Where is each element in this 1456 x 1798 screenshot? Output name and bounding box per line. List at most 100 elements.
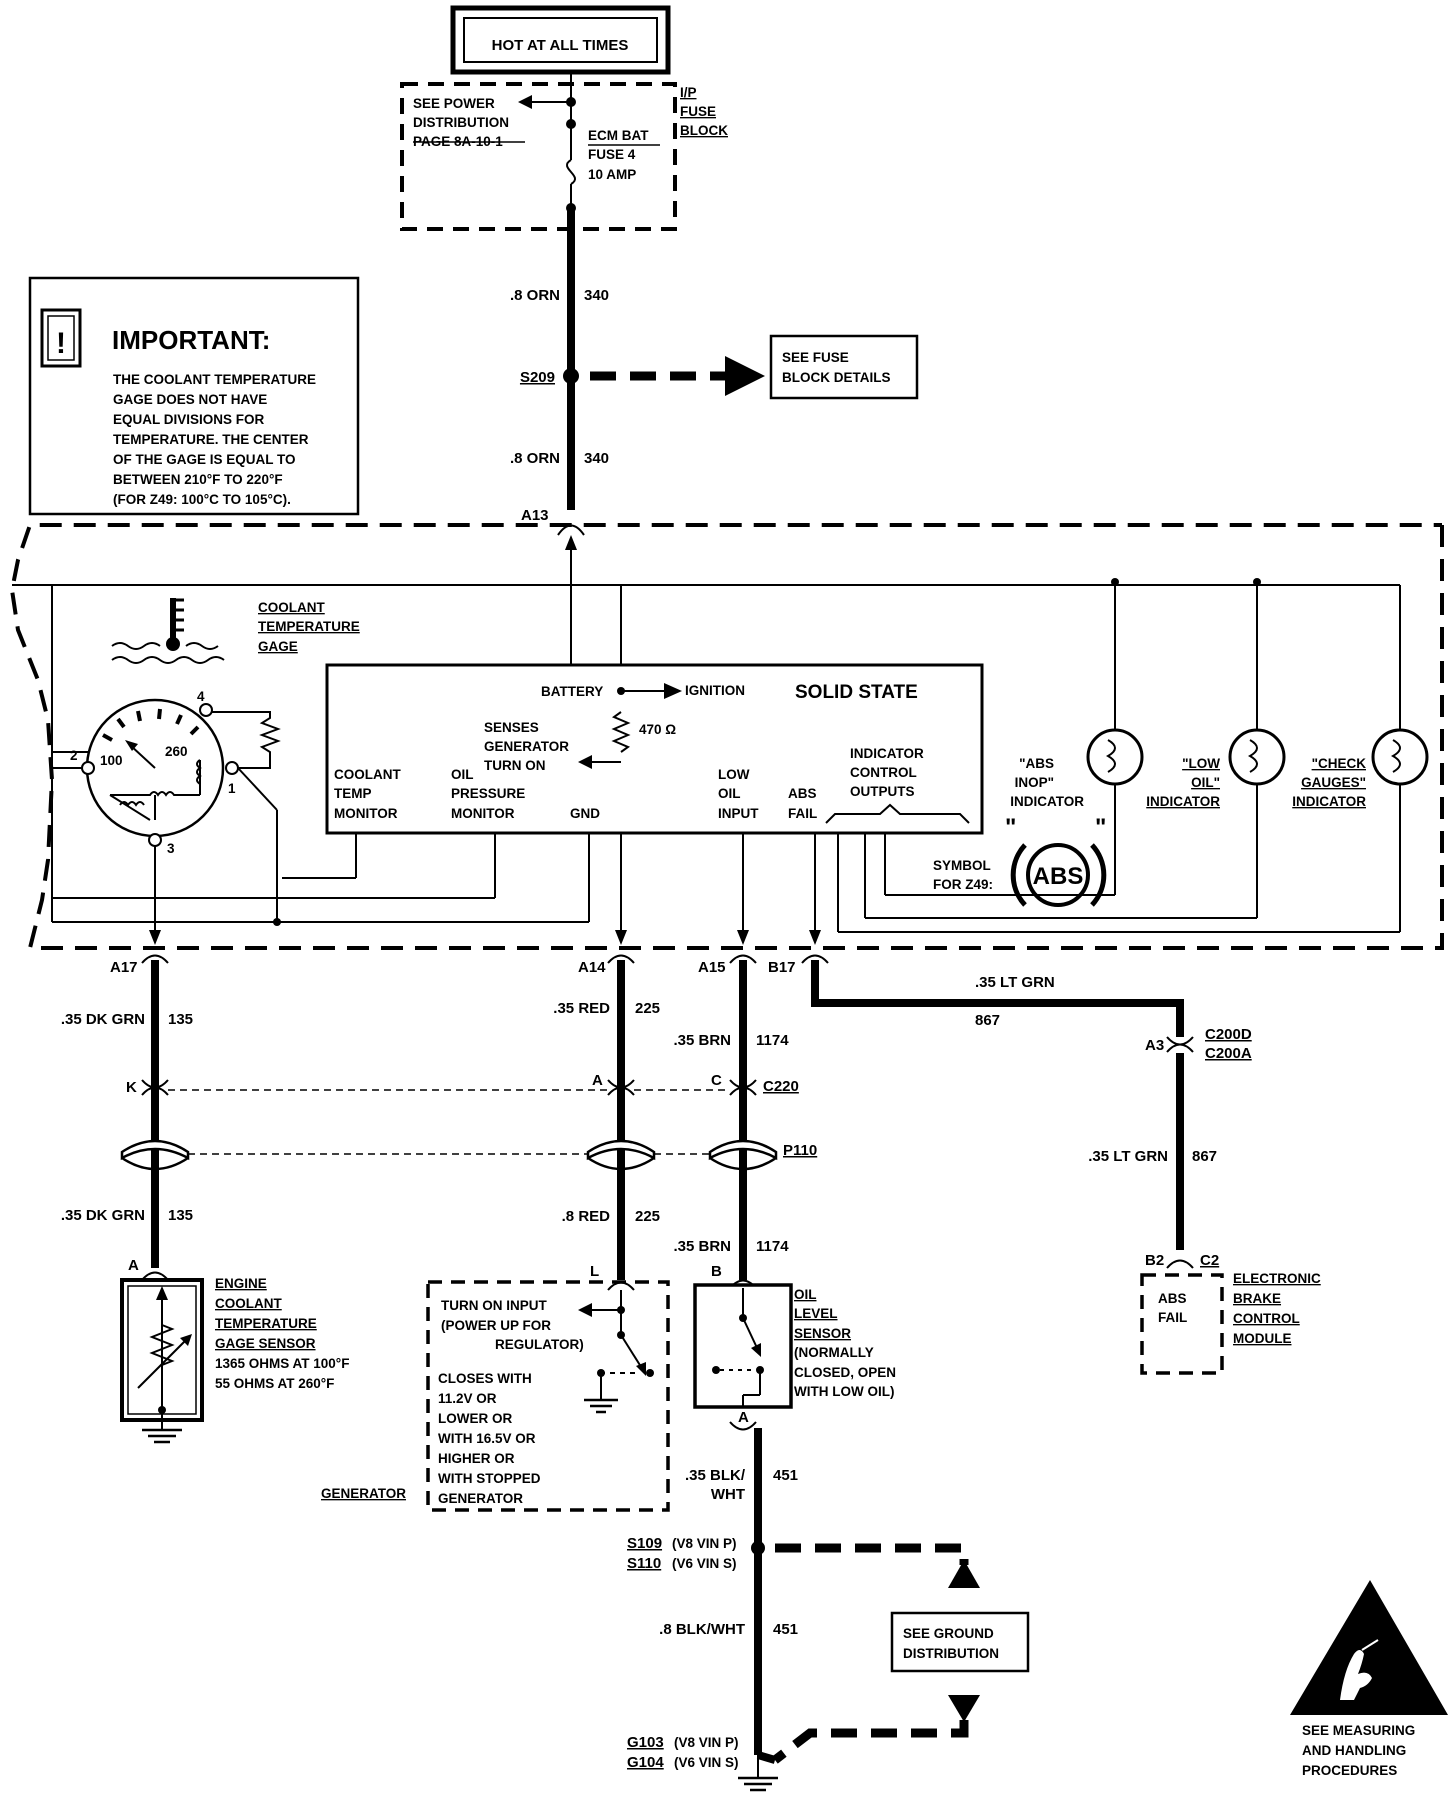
- coolant-gage-label-3: GAGE: [258, 639, 298, 654]
- connector-p110: P110: [783, 1142, 817, 1159]
- fuse-rating: 10 AMP: [588, 167, 636, 182]
- see-fuse-2: BLOCK DETAILS: [782, 370, 891, 385]
- gnd-label: GND: [570, 806, 600, 821]
- gage-pin-1: 1: [228, 781, 236, 796]
- gen-text-3: REGULATOR): [495, 1337, 584, 1352]
- wire1-circuit: 135: [168, 1011, 193, 1028]
- ect-pin: A: [128, 1257, 139, 1274]
- bulb-icon: [1247, 739, 1258, 773]
- check-gauges-2: GAUGES": [1301, 775, 1366, 790]
- check-gauges-3: INDICATOR: [1292, 794, 1366, 809]
- wire3b-label: .35 BRN: [673, 1238, 731, 1255]
- indicator-outputs-3: OUTPUTS: [850, 784, 915, 799]
- see-fuse-1: SEE FUSE: [782, 350, 849, 365]
- ebcm-connector: C2: [1200, 1252, 1219, 1269]
- svg-text:BETWEEN 210°F TO 220°F: BETWEEN 210°F TO 220°F: [113, 472, 283, 487]
- senses-1: SENSES: [484, 720, 539, 735]
- wire1b-label: .35 DK GRN: [61, 1207, 145, 1224]
- coolant-monitor-1: COOLANT: [334, 767, 401, 782]
- senses-2: GENERATOR: [484, 739, 569, 754]
- gen-closes-1: CLOSES WITH: [438, 1371, 532, 1386]
- g103-note: (V8 VIN P): [674, 1735, 739, 1750]
- low-oil-input-3: INPUT: [718, 806, 759, 821]
- esd-warning: SEE MEASURING AND HANDLING PROCEDURES: [1290, 1580, 1448, 1778]
- splice-s110: S110: [627, 1555, 661, 1572]
- see-ground-2: DISTRIBUTION: [903, 1646, 999, 1661]
- connector-c220: C220: [763, 1078, 799, 1095]
- p110-grommet: P110: [120, 1139, 817, 1171]
- upper-wire-label: .8 ORN: [510, 287, 560, 304]
- wire4b-circuit: 867: [1192, 1148, 1217, 1165]
- ebcm-label-2: BRAKE: [1233, 1291, 1281, 1306]
- g104-note: (V6 VIN S): [674, 1755, 739, 1770]
- abs-inop-1: "ABS: [1019, 756, 1054, 771]
- coolant-monitor-2: TEMP: [334, 786, 372, 801]
- wire2b-circuit: 225: [635, 1208, 660, 1225]
- abs-inop-3: INDICATOR: [1010, 794, 1084, 809]
- gen-closes-5: HIGHER OR: [438, 1451, 515, 1466]
- connector-a3: A3: [1145, 1037, 1164, 1054]
- cluster-boundary: [9, 523, 1444, 950]
- fuse-block-label-2: FUSE: [680, 104, 716, 119]
- wire3-circuit: 1174: [756, 1032, 789, 1049]
- wire4b-label: .35 LT GRN: [1088, 1148, 1168, 1165]
- ground-g104: G104: [627, 1754, 664, 1771]
- gen-pin: L: [590, 1263, 599, 1280]
- fuse-icon: [566, 159, 576, 185]
- coolant-monitor-3: MONITOR: [334, 806, 398, 821]
- see-fuse-box: SEE FUSE BLOCK DETAILS: [769, 334, 919, 400]
- see-ground-1: SEE GROUND: [903, 1626, 994, 1641]
- exclamation-icon: !: [56, 327, 66, 360]
- abs-inop-2: INOP": [1015, 775, 1054, 790]
- coolant-temperature-gage: COOLANT TEMPERATURE GAGE 100 260: [52, 598, 360, 945]
- hot-label: HOT AT ALL TIMES: [492, 37, 629, 54]
- low-oil-3: INDICATOR: [1146, 794, 1220, 809]
- abs-symbol: SYMBOL FOR Z49: " " ABS: [933, 814, 1106, 907]
- senses-3: TURN ON: [484, 758, 546, 773]
- ebcm-label-1: ELECTRONIC: [1233, 1271, 1321, 1286]
- svg-text:OF THE GAGE IS EQUAL TO: OF THE GAGE IS EQUAL TO: [113, 452, 296, 467]
- wire2b-label: .8 RED: [562, 1208, 611, 1225]
- fuse-block: I/P FUSE BLOCK SEE POWER DISTRIBUTION PA…: [400, 72, 728, 231]
- check-gauges-1: "CHECK: [1312, 756, 1367, 771]
- gen-closes-7: GENERATOR: [438, 1491, 523, 1506]
- connector-k: K: [126, 1079, 137, 1096]
- bulb-icon: [1105, 739, 1116, 773]
- coolant-gage-label-2: TEMPERATURE: [258, 619, 360, 634]
- abs-inop-indicator: "ABS INOP" INDICATOR: [884, 578, 1144, 896]
- upper-wire-circuit: 340: [584, 287, 609, 304]
- ignition-label: IGNITION: [685, 683, 745, 698]
- oil-spec-1: (NORMALLY: [794, 1345, 874, 1360]
- arrow-icon: [725, 356, 765, 396]
- ect-label-3: TEMPERATURE: [215, 1316, 317, 1331]
- oil-pin-b: B: [711, 1263, 722, 1280]
- lower-wire-label: .8 ORN: [510, 450, 560, 467]
- oil-sensor-2: LEVEL: [794, 1306, 838, 1321]
- gage-scale-low: 100: [100, 753, 123, 768]
- check-gauges-indicator: "CHECK GAUGES" INDICATOR: [837, 585, 1429, 933]
- wire1b-circuit: 135: [168, 1207, 193, 1224]
- see-power-2: DISTRIBUTION: [413, 115, 509, 130]
- wire5-label-1: .35 BLK/: [685, 1467, 746, 1484]
- low-oil-1: "LOW: [1182, 756, 1220, 771]
- wire2-label: .35 RED: [553, 1000, 610, 1017]
- svg-text:THE COOLANT TEMPERATURE: THE COOLANT TEMPERATURE: [113, 372, 316, 387]
- solid-state-module: SOLID STATE BATTERY IGNITION 470 Ω SENSE…: [325, 663, 984, 835]
- s109-note: (V8 VIN P): [672, 1536, 737, 1551]
- oil-monitor-3: MONITOR: [451, 806, 515, 821]
- gen-text-2: (POWER UP FOR: [441, 1318, 551, 1333]
- low-oil-input-2: OIL: [718, 786, 741, 801]
- indicator-outputs-2: CONTROL: [850, 765, 917, 780]
- abs-fail-2: FAIL: [788, 806, 817, 821]
- ect-label-4: GAGE SENSOR: [215, 1336, 316, 1351]
- connector-c: C: [711, 1072, 722, 1089]
- esd-hand-icon: [1290, 1580, 1448, 1715]
- splice-s109: S109: [627, 1535, 662, 1552]
- battery-label: BATTERY: [541, 684, 603, 699]
- gage-pin-2: 2: [70, 748, 78, 763]
- wire4-label: .35 LT GRN: [975, 974, 1055, 991]
- connector-a13: A13: [521, 507, 549, 524]
- indicator-outputs-1: INDICATOR: [850, 746, 924, 761]
- abs-quote-right: ": [1095, 814, 1106, 841]
- wire3b-circuit: 1174: [756, 1238, 789, 1255]
